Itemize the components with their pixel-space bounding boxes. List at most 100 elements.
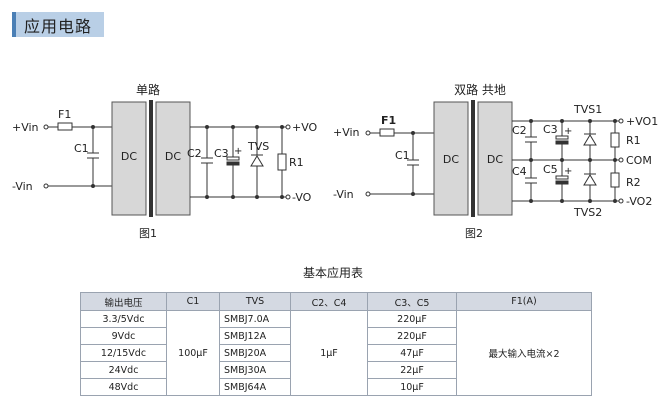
cell-tvs: SMBJ64A [219,378,291,396]
fig1-dc-block-input [111,101,147,216]
cell-voltage: 12/15Vdc [80,344,167,362]
cell-tvs: SMBJ12A [219,327,291,345]
fig1-dc-left-label: DC [121,150,137,163]
fig2-dc-block-output [477,101,513,216]
fig2-c5-plus: + [564,166,572,177]
fig1-vin-pos-terminal [43,124,49,130]
cell-c3c5: 22μF [367,361,457,379]
fig2-c5-label: C5 [543,163,558,176]
fig1-c3-plus: + [234,146,242,157]
fig2-tvs1-label: TVS1 [573,103,602,116]
cell-voltage: 48Vdc [80,378,167,396]
fig2-c1-capacitor [407,131,419,196]
fig1-fuse [57,122,73,131]
page-title: 应用电路 [12,12,104,37]
cell-c3c5: 47μF [367,344,457,362]
fig2-c3-label: C3 [543,123,558,136]
fig2-isolation-barrier [471,100,475,217]
fig1-vo-neg-label: -VO [292,191,312,204]
fig2-heading: 双路 共地 [454,82,506,97]
fig2-vin-neg-label: -Vin [333,188,354,201]
fig2-dc-left-label: DC [443,153,459,166]
fig1-heading: 单路 [136,82,160,97]
page-title-text: 应用电路 [24,16,93,36]
cell-voltage: 9Vdc [80,327,167,345]
fig2-tvs2-diode [583,160,597,203]
fig1-vo-neg-terminal [285,194,291,200]
fig1-isolation-barrier [149,100,153,217]
fig1-caption: 图1 [139,227,157,240]
basic-application-table: 输出电压 C1 TVS C2、C4 C3、C5 F1(A) 3.3/5Vdc 1… [80,292,592,396]
fig1-f1-label: F1 [58,108,71,121]
fig2-vo1-terminal [618,118,624,124]
header-output-voltage: 输出电压 [80,292,167,311]
cell-f1-value: 最大输入电流×2 [456,310,592,396]
fig2-c2-label: C2 [512,124,527,137]
fig1-vin-neg-label: -Vin [12,180,33,193]
cell-voltage: 24Vdc [80,361,167,379]
fig1-tvs-label: TVS [247,140,269,153]
header-c2-c4: C2、C4 [290,292,368,311]
fig1-vo-pos-terminal [285,124,291,130]
fig1-c3-capacitor [226,125,240,199]
table-row: 48Vdc SMBJ64A 10μF [80,378,592,396]
fig2-c4-label: C4 [512,165,527,178]
cell-tvs: SMBJ7.0A [219,310,291,328]
fig2-fuse [379,128,395,137]
fig2-c5-capacitor [555,160,569,203]
cell-c3c5: 10μF [367,378,457,396]
table-row: 3.3/5Vdc 100μF SMBJ7.0A 1μF 220μF 最大输入电流… [80,310,592,396]
fig2-vin-pos-terminal [365,130,371,136]
figure-2-dual-output-common-ground: 双路 共地 +Vin F1 -Vin C1 DC DC [333,82,658,240]
fig2-vin-neg-terminal [365,191,371,197]
table-row: 9Vdc SMBJ12A 220μF [80,327,592,345]
fig2-vo1-label: +VO1 [626,115,658,128]
fig2-dc-right-label: DC [487,153,503,166]
fig2-tvs2-label: TVS2 [573,206,602,219]
fig2-r1-resistor [610,119,620,162]
cell-c2c4-value: 1μF [290,310,368,396]
fig1-c1-label: C1 [74,142,89,155]
fig2-tvs1-diode [583,119,597,162]
fig2-c4-capacitor [525,160,537,203]
fig1-c2-capacitor [201,125,213,199]
fig2-dc-block-input [433,101,469,216]
fig2-vo2-terminal [618,198,624,204]
circuit-diagrams: 单路 +Vin F1 -Vin C1 DC DC +VO [12,82,658,240]
cell-tvs: SMBJ20A [219,344,291,362]
fig1-r1-label: R1 [289,156,304,169]
cell-c3c5: 220μF [367,310,457,328]
fig1-vo-pos-label: +VO [292,121,318,134]
fig2-r2-label: R2 [626,176,641,189]
fig2-c1-label: C1 [395,149,410,162]
fig1-c1-capacitor [87,125,99,188]
fig2-com-terminal [618,157,624,163]
fig1-vin-pos-label: +Vin [12,121,39,134]
fig1-r1-resistor [277,125,287,199]
fig2-vin-pos-label: +Vin [333,126,360,139]
fig1-c3-label: C3 [214,147,229,160]
fig1-c2-label: C2 [187,147,202,160]
fig2-r1-label: R1 [626,134,641,147]
cell-c1-value: 100μF [166,310,220,396]
fig2-com-label: COM [626,154,652,167]
fig2-vo2-label: -VO2 [626,195,652,208]
fig1-dc-right-label: DC [165,150,181,163]
cell-voltage: 3.3/5Vdc [80,310,167,328]
fig2-caption: 图2 [465,227,483,240]
cell-c3c5: 220μF [367,327,457,345]
fig2-r2-resistor [610,160,620,203]
fig2-f1-label: F1 [381,114,396,127]
header-f1: F1(A) [456,292,592,311]
figure-1-single-output: 单路 +Vin F1 -Vin C1 DC DC +VO [12,82,318,240]
fig2-c3-capacitor [555,119,569,162]
table-title: 基本应用表 [302,266,363,280]
table-header-row: 输出电压 C1 TVS C2、C4 C3、C5 F1(A) [80,292,592,311]
fig1-dc-block-output [155,101,191,216]
fig2-c2-capacitor [525,119,537,162]
fig2-c3-plus: + [564,126,572,137]
fig1-vin-neg-terminal [43,183,49,189]
cell-tvs: SMBJ30A [219,361,291,379]
fig1-tvs-diode [250,125,264,199]
header-c3-c5: C3、C5 [367,292,457,311]
